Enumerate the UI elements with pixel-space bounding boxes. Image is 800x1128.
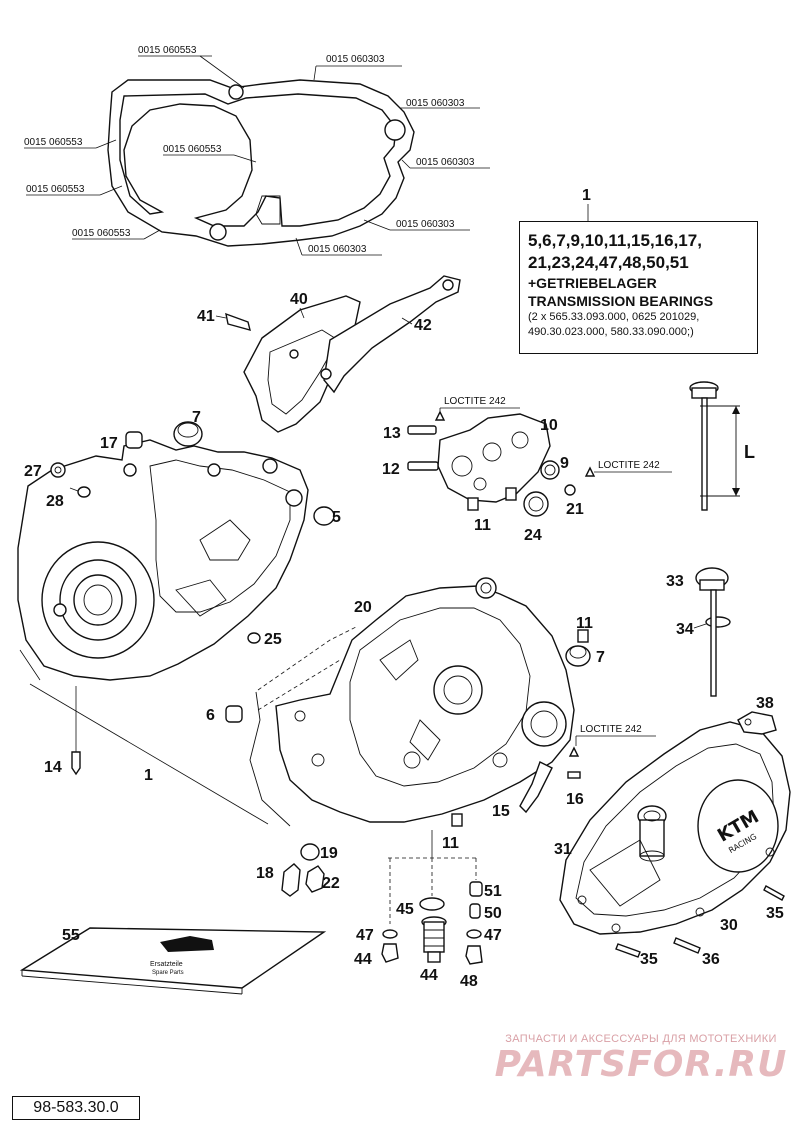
callout-11: 11 (442, 835, 459, 852)
gasket-code: 0015 060553 (163, 144, 222, 155)
cover-screws: 35 35 36 (615, 885, 785, 968)
callout-33: 33 (666, 573, 684, 590)
callout-35: 35 (766, 905, 784, 922)
callout-41: 41 (197, 308, 215, 325)
chain-guide-assembly: 40 41 42 (197, 275, 461, 433)
watermark-tagline: ЗАПЧАСТИ И АКСЕССУАРЫ ДЛЯ МОТОТЕХНИКИ (505, 1033, 777, 1045)
callout-28: 28 (46, 493, 64, 510)
crankcase-gasket (107, 79, 415, 247)
callout-51: 51 (484, 883, 502, 900)
callout-14: 14 (44, 759, 62, 776)
callout-12: 12 (382, 461, 400, 478)
callout-13: 13 (383, 425, 401, 442)
gasket-code: 0015 060553 (72, 228, 131, 239)
gasket-code: 0015 060303 (406, 98, 465, 109)
kit-line: 490.30.023.000, 580.33.090.000;) (528, 326, 694, 338)
callout-50: 50 (484, 905, 502, 922)
kit-line: 21,23,24,47,48,50,51 (528, 253, 689, 272)
kit-line: 5,6,7,9,10,11,15,16,17, (528, 231, 702, 250)
callout-30: 30 (720, 917, 738, 934)
gasket-codes: 0015 060553 0015 060303 0015 060303 0015… (24, 45, 490, 256)
callout-20: 20 (354, 599, 372, 616)
callout-40: 40 (290, 291, 308, 308)
gasket-code: 0015 060553 (24, 137, 83, 148)
callout-45: 45 (396, 901, 414, 918)
callout-6: 6 (206, 707, 215, 724)
callout-11: 11 (474, 517, 491, 534)
callout-15: 15 (492, 803, 510, 820)
callout-47: 47 (356, 927, 374, 944)
callout-44: 44 (354, 951, 372, 968)
callout-9: 9 (560, 455, 569, 472)
callout-1: 1 (582, 187, 591, 204)
callout-7: 7 (596, 649, 605, 666)
dimension-label: L (744, 442, 755, 462)
gasket-code: 0015 060553 (26, 184, 85, 195)
manual-subtitle: Spare Parts (152, 970, 184, 976)
crankcase-right-half: 20 11 7 15 LOCTITE 242 16 11 (249, 577, 656, 852)
oil-filler-plug: 33 34 (666, 567, 731, 697)
document-number: 98-583.30.0 (12, 1096, 140, 1120)
callout-22: 22 (322, 875, 340, 892)
callout-42: 42 (414, 317, 432, 334)
bearing-support-plate: LOCTITE 242 10 13 12 9 LOCTITE 242 11 21… (382, 396, 672, 544)
callout-46: 44 (420, 967, 438, 984)
oil-dipstick: L (689, 381, 755, 511)
callout-55: 55 (62, 927, 80, 944)
callout-24: 24 (524, 527, 542, 544)
callout-36: 36 (702, 951, 720, 968)
small-parts-left: 7 17 27 28 5 25 6 14 1 (24, 409, 341, 784)
crankcase-left-half (17, 439, 309, 825)
callout-18: 18 (256, 865, 274, 882)
callout-48: 48 (460, 973, 478, 990)
loctite-note: LOCTITE 242 (444, 396, 506, 407)
callout-16: 16 (566, 791, 584, 808)
callout-1: 1 (144, 767, 153, 784)
callout-25: 25 (264, 631, 282, 648)
callout-17: 17 (100, 435, 118, 452)
gasket-code: 0015 060303 (396, 219, 455, 230)
callout-10: 10 (540, 417, 558, 434)
bracket-38: 38 (737, 695, 777, 735)
manual-title: Ersatzteile (150, 961, 183, 968)
callout-27: 27 (24, 463, 42, 480)
callout-34: 34 (676, 621, 694, 638)
loctite-note: LOCTITE 242 (580, 724, 642, 735)
callout-19: 19 (320, 845, 338, 862)
callout-7: 7 (192, 409, 201, 426)
spare-parts-manual: Ersatzteile Spare Parts 55 (19, 927, 327, 995)
clutch-cover: KTM RACING 31 30 (554, 721, 791, 935)
gasket-code: 0015 060303 (326, 54, 385, 65)
callout-21: 21 (566, 501, 584, 518)
kit-contents-box: 5,6,7,9,10,11,15,16,17, 21,23,24,47,48,5… (519, 221, 758, 354)
callout-11: 11 (576, 615, 593, 632)
kit-line: TRANSMISSION BEARINGS (528, 293, 714, 309)
drain-plugs-and-screens: 18 19 22 45 44 47 44 51 50 47 48 (256, 830, 502, 990)
loctite-note: LOCTITE 242 (598, 460, 660, 471)
gasket-code: 0015 060303 (416, 157, 475, 168)
kit-line: +GETRIEBELAGER (528, 275, 657, 291)
callout-38: 38 (756, 695, 774, 712)
callout-31: 31 (554, 841, 572, 858)
watermark-logo: PARTSFOR.RU (494, 1044, 788, 1085)
callout-5: 5 (332, 509, 341, 526)
gasket-code: 0015 060553 (138, 45, 197, 56)
kit-box-ref: 1 (582, 187, 591, 221)
callout-47: 47 (484, 927, 502, 944)
kit-line: (2 x 565.33.093.000, 0625 201029, (528, 311, 700, 323)
gasket-code: 0015 060303 (308, 244, 367, 255)
callout-35: 35 (640, 951, 658, 968)
